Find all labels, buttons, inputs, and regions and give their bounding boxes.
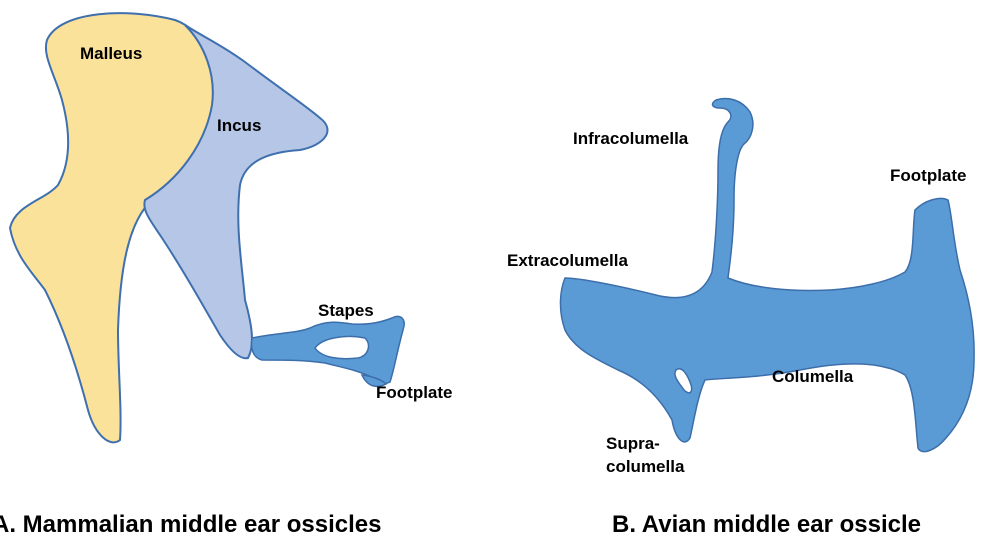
label-footplate-a: Footplate (376, 383, 453, 402)
label-malleus: Malleus (80, 44, 142, 63)
panel-avian: Infracolumella Footplate Extracolumella … (507, 99, 974, 539)
caption-panel-a: A. Mammalian middle ear ossicles (0, 511, 382, 538)
label-supracolumella-line1: Supra- (606, 434, 660, 453)
label-infracolumella: Infracolumella (573, 129, 689, 148)
label-footplate-b: Footplate (890, 166, 967, 185)
label-incus: Incus (217, 116, 261, 135)
columella-shape (560, 99, 974, 452)
panel-mammalian: Malleus Incus Stapes Footplate A. Mammal… (0, 13, 453, 538)
label-supracolumella-line2: columella (606, 457, 685, 476)
caption-panel-b: B. Avian middle ear ossicle (612, 511, 921, 538)
label-extracolumella: Extracolumella (507, 251, 628, 270)
label-stapes: Stapes (318, 301, 374, 320)
label-columella: Columella (772, 367, 854, 386)
